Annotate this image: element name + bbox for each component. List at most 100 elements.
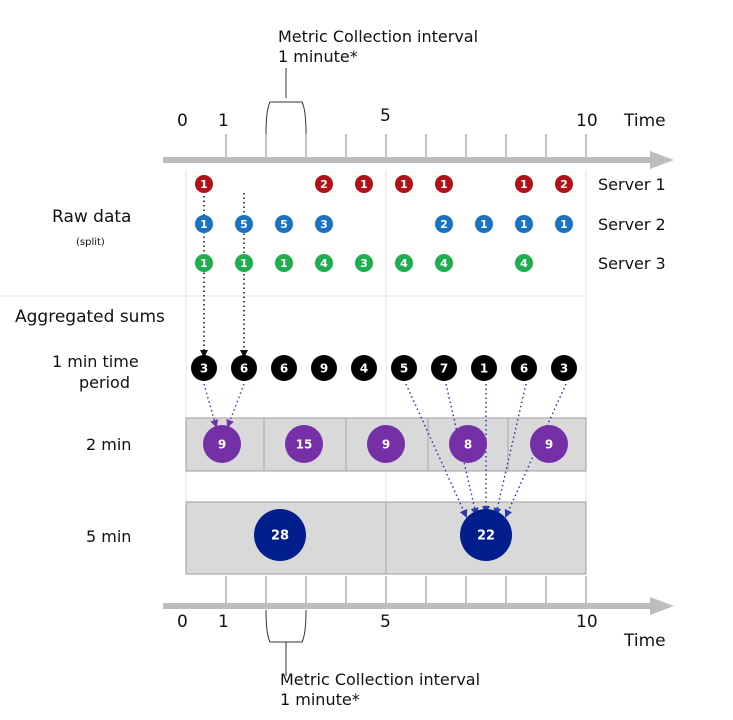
two-min-sum-dot-circle bbox=[203, 425, 241, 463]
server-2-value-dot-circle bbox=[235, 215, 253, 233]
two-min-sum-dot-circle bbox=[530, 425, 568, 463]
server-2-value-dot-value: 5 bbox=[240, 218, 248, 231]
server-2-value-dot-circle bbox=[315, 215, 333, 233]
one-min-sum-dot: 4 bbox=[351, 355, 377, 381]
server-1-value-dot-value: 2 bbox=[560, 178, 568, 191]
one-min-sum-dot-circle bbox=[191, 355, 217, 381]
top-interval-bracket bbox=[265, 101, 307, 135]
bottom-interval-label-1: Metric Collection interval bbox=[280, 670, 480, 689]
two-min-sum-dot-value: 15 bbox=[296, 437, 313, 451]
server-1-value-dot: 1 bbox=[435, 175, 453, 193]
five-min-boxes bbox=[185, 501, 587, 575]
server-3-value-dot-circle bbox=[195, 254, 213, 272]
five-min-label: 5 min bbox=[86, 527, 131, 546]
aggregated-sums-label: Aggregated sums bbox=[15, 307, 165, 327]
one-min-sum-dot-circle bbox=[351, 355, 377, 381]
server-2-value-dot-circle bbox=[475, 215, 493, 233]
one-min-sum-dot: 3 bbox=[191, 355, 217, 381]
server-2-value-dot-value: 5 bbox=[280, 218, 288, 231]
server-1-value-dot: 2 bbox=[315, 175, 333, 193]
server-2-value-dot-value: 1 bbox=[480, 218, 488, 231]
server-2-value-dot-value: 1 bbox=[520, 218, 528, 231]
top-interval-label-1: Metric Collection interval bbox=[278, 27, 478, 46]
server-1-value-dot-circle bbox=[435, 175, 453, 193]
one-min-sum-dot: 6 bbox=[271, 355, 297, 381]
server-2-value-dot: 1 bbox=[475, 215, 493, 233]
five-min-sum-dot: 22 bbox=[460, 509, 512, 561]
one-min-sum-dot: 1 bbox=[471, 355, 497, 381]
top-axis: Metric Collection interval 1 minute* 0 1… bbox=[163, 27, 674, 169]
one-min-sum-dot: 3 bbox=[551, 355, 577, 381]
server-1-value-dot-value: 1 bbox=[200, 178, 208, 191]
two-min-sum-dot-value: 8 bbox=[464, 437, 472, 451]
raw-split-label: (split) bbox=[76, 237, 105, 248]
server-3-value-dot: 4 bbox=[435, 254, 453, 272]
one-min-sum-dot-circle bbox=[231, 355, 257, 381]
five-min-sum-dot: 28 bbox=[254, 509, 306, 561]
server-1-label: Server 1 bbox=[598, 175, 666, 194]
server-2-value-dot: 3 bbox=[315, 215, 333, 233]
server-2-value-dot: 1 bbox=[515, 215, 533, 233]
server-1-value-dot-circle bbox=[515, 175, 533, 193]
one-min-label-1: 1 min time bbox=[52, 352, 139, 371]
one-min-sum-dot-circle bbox=[431, 355, 457, 381]
server-2-value-dot-value: 2 bbox=[440, 218, 448, 231]
server-1-value-dot-value: 2 bbox=[320, 178, 328, 191]
server-3-value-dot-value: 1 bbox=[280, 257, 288, 270]
two-min-sum-dot-value: 9 bbox=[545, 437, 553, 451]
one-min-sum-dot-value: 1 bbox=[480, 361, 488, 375]
one-min-sum-dot-circle bbox=[551, 355, 577, 381]
server-3-value-dot: 4 bbox=[515, 254, 533, 272]
server-2-value-dot-circle bbox=[195, 215, 213, 233]
server-2-value-dot-circle bbox=[515, 215, 533, 233]
server-2-value-dot: 1 bbox=[195, 215, 213, 233]
server-2-value-dot: 2 bbox=[435, 215, 453, 233]
server-1-value-dot-circle bbox=[555, 175, 573, 193]
server-1-value-dot: 2 bbox=[555, 175, 573, 193]
bottom-tick-10: 10 bbox=[576, 612, 598, 632]
two-min-sum-dot: 15 bbox=[285, 425, 323, 463]
server-1-value-dot-value: 1 bbox=[520, 178, 528, 191]
server-2-value-dot: 5 bbox=[235, 215, 253, 233]
server-3-value-dot-circle bbox=[395, 254, 413, 272]
two-min-sum-dot: 9 bbox=[530, 425, 568, 463]
server-3-value-dot-circle bbox=[235, 254, 253, 272]
one-min-sum-dot-circle bbox=[511, 355, 537, 381]
bottom-interval-bracket bbox=[265, 609, 307, 643]
one-min-sum-dot-value: 9 bbox=[320, 361, 328, 375]
server-2-value-dot-circle bbox=[435, 215, 453, 233]
one-min-sum-dot-value: 5 bbox=[400, 361, 408, 375]
bottom-interval-label-2: 1 minute* bbox=[280, 690, 360, 709]
five-min-sum-dot-value: 28 bbox=[271, 529, 289, 544]
bottom-tick-0: 0 bbox=[177, 612, 188, 632]
top-tick-0: 0 bbox=[177, 111, 188, 131]
two-min-sum-dot-circle bbox=[285, 425, 323, 463]
server-3-value-dot: 4 bbox=[315, 254, 333, 272]
server-2-value-dot-circle bbox=[555, 215, 573, 233]
one-min-label-2: period bbox=[79, 373, 130, 392]
server-3-value-dot-value: 4 bbox=[400, 257, 408, 270]
two-min-sum-dot-value: 9 bbox=[382, 437, 390, 451]
one-min-sum-dot-circle bbox=[311, 355, 337, 381]
arrow-sum-to-2min-b bbox=[226, 383, 245, 428]
server-1-value-dot-circle bbox=[355, 175, 373, 193]
server-3-value-dot: 3 bbox=[355, 254, 373, 272]
bottom-tick-1: 1 bbox=[218, 612, 229, 632]
server-2-value-dot-value: 1 bbox=[560, 218, 568, 231]
server-1-value-dot-value: 1 bbox=[360, 178, 368, 191]
five-min-sum-dot-value: 22 bbox=[477, 529, 495, 544]
one-min-sum-dot: 7 bbox=[431, 355, 457, 381]
server-3-value-dot: 1 bbox=[195, 254, 213, 272]
server-2-label: Server 2 bbox=[598, 215, 666, 234]
five-min-sum-dot-circle bbox=[460, 509, 512, 561]
bottom-tick-5: 5 bbox=[380, 612, 391, 632]
server-3-label: Server 3 bbox=[598, 254, 666, 273]
server-2-value-dot: 5 bbox=[275, 215, 293, 233]
bottom-axis-arrowhead bbox=[650, 597, 674, 615]
server-3-value-dot-value: 4 bbox=[320, 257, 328, 270]
server-2-value-dot-value: 1 bbox=[200, 218, 208, 231]
server-3-value-dot-circle bbox=[315, 254, 333, 272]
